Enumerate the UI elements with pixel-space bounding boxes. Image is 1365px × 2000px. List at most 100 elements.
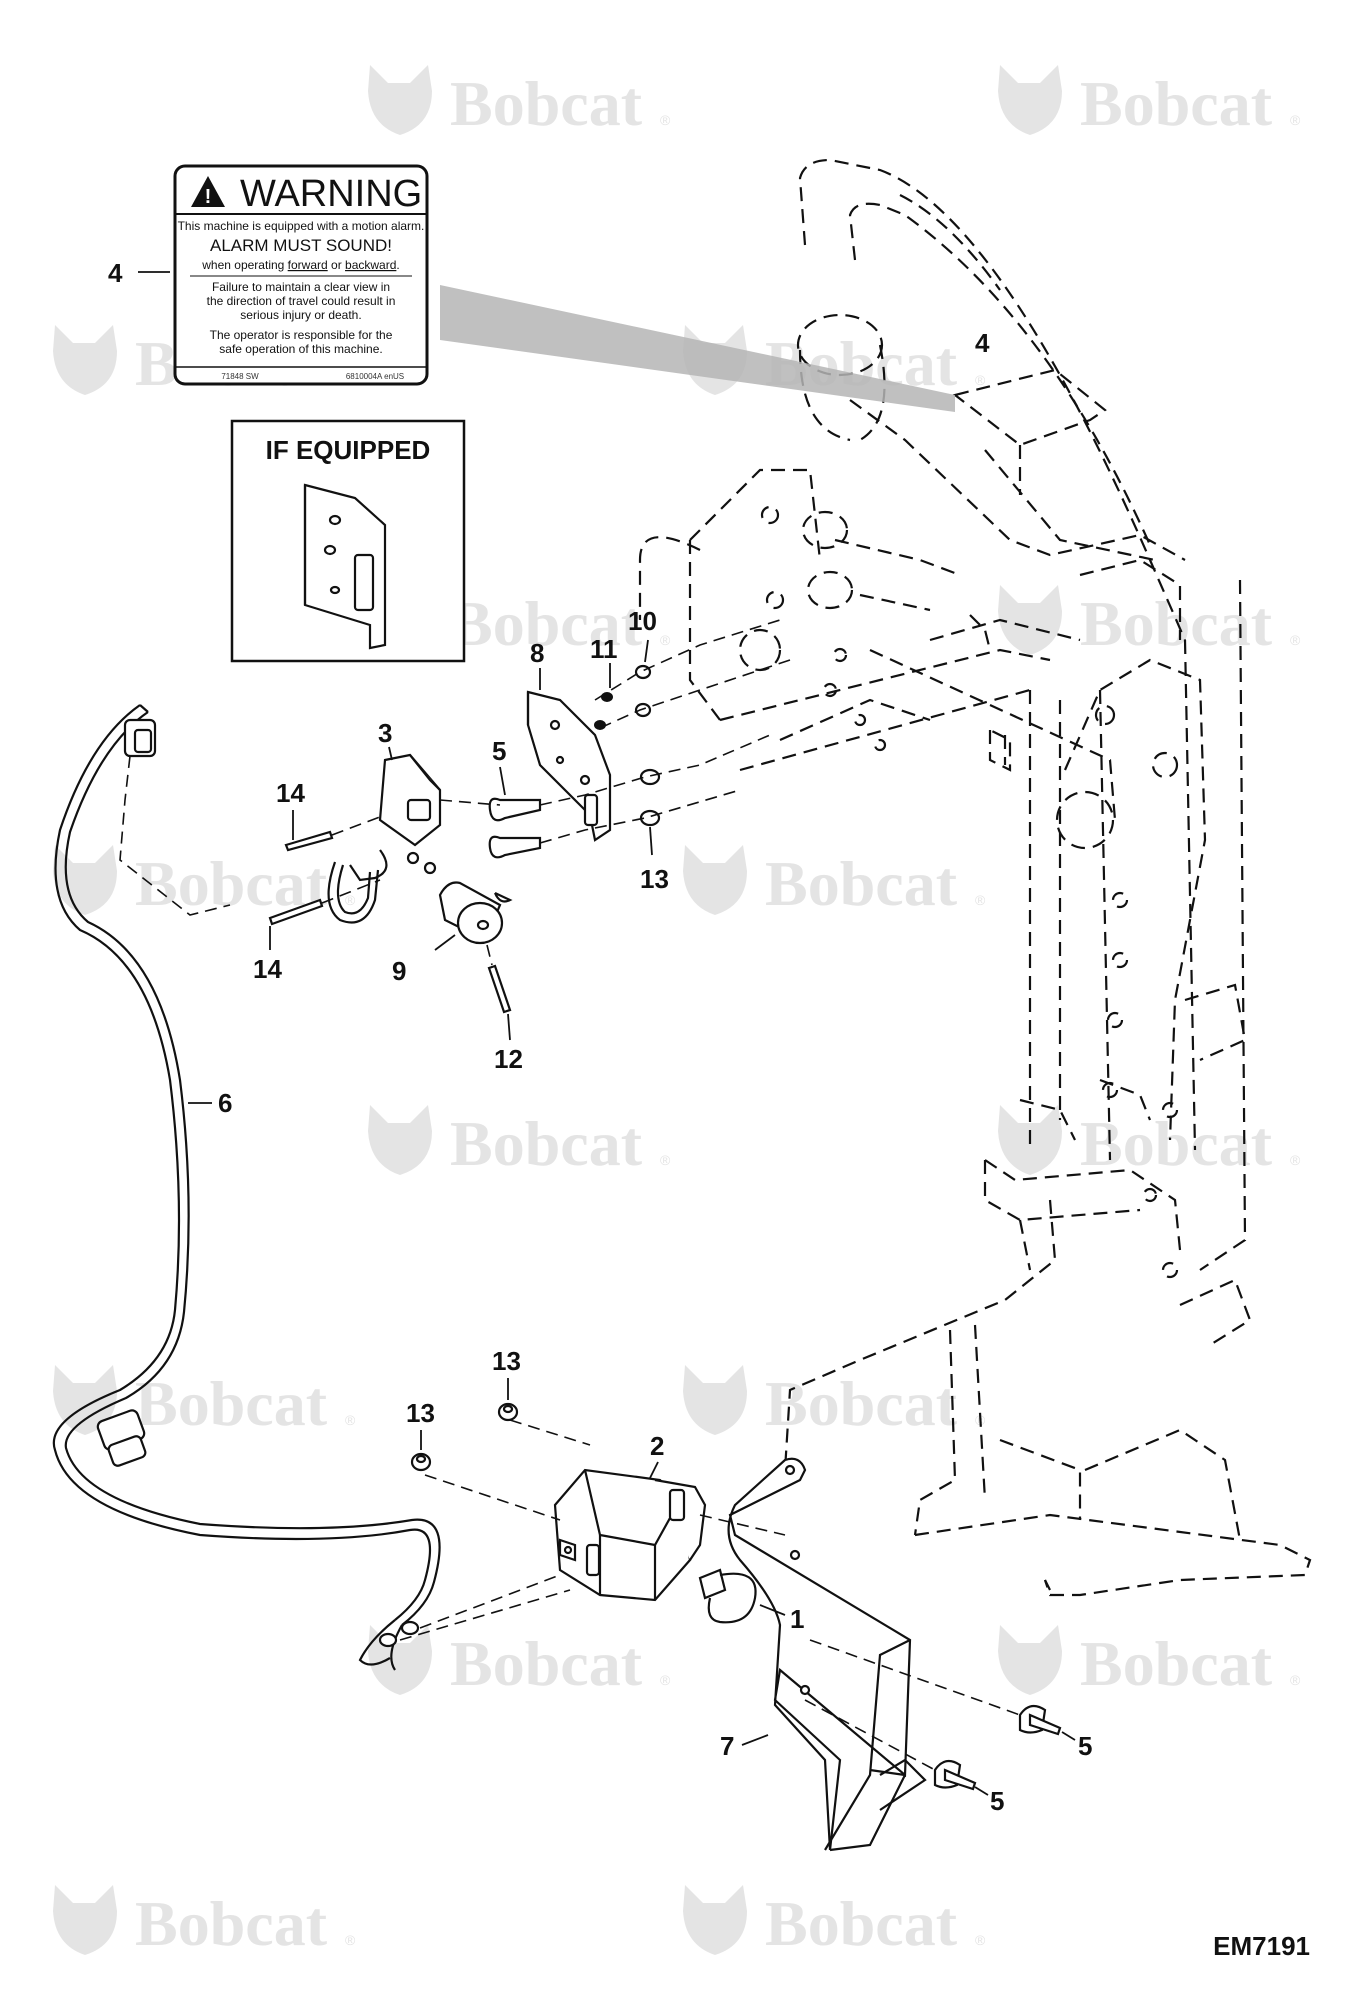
callout-4-decal: 4 bbox=[108, 258, 123, 288]
watermark-registered-mark: ® bbox=[660, 112, 671, 128]
alarm-switch bbox=[268, 753, 501, 926]
watermark-brand-text: Bobcat bbox=[450, 588, 643, 659]
warning-line-8: safe operation of this machine. bbox=[219, 342, 382, 356]
decal-location-wedge bbox=[440, 285, 955, 412]
bobcat-watermark: Bobcat ® bbox=[368, 1105, 671, 1179]
watermark-registered-mark: ® bbox=[660, 632, 671, 648]
warning-title: WARNING bbox=[240, 173, 422, 215]
bobcat-logo-icon bbox=[998, 585, 1062, 655]
if-equipped-inset: IF EQUIPPED bbox=[230, 419, 466, 663]
watermark-brand-text: Bobcat bbox=[135, 1368, 328, 1439]
bobcat-logo-icon bbox=[998, 65, 1062, 135]
back-up-alarm bbox=[424, 1419, 786, 1602]
watermark-brand-text: Bobcat bbox=[1080, 68, 1273, 139]
warning-code-right: 6810004A enUS bbox=[346, 372, 404, 381]
callout-5-right: 5 bbox=[1078, 1731, 1092, 1761]
bobcat-logo-icon bbox=[683, 845, 747, 915]
bobcat-watermark: Bobcat® bbox=[683, 1365, 986, 1439]
callout-4-frame: 4 bbox=[975, 328, 990, 358]
alarm-bracket bbox=[727, 1457, 927, 1852]
callout-14-upper: 14 bbox=[276, 778, 305, 808]
callout-13-upper: 13 bbox=[640, 864, 669, 894]
fasteners-bracket bbox=[804, 1639, 1062, 1791]
bobcat-watermark: Bobcat ® bbox=[998, 1625, 1301, 1699]
watermark-brand-text: Bobcat bbox=[765, 848, 958, 919]
warning-line-5: the direction of travel could result in bbox=[207, 294, 396, 308]
wire-harness bbox=[52, 704, 571, 1671]
bobcat-watermark: Bobcat ® bbox=[998, 1105, 1301, 1179]
watermark-registered-mark: ® bbox=[345, 1932, 356, 1948]
fasteners-lower bbox=[410, 1402, 519, 1472]
watermark-brand-text: Bobcat bbox=[135, 848, 328, 919]
callout-13-right: 13 bbox=[492, 1346, 521, 1376]
callout-12: 12 bbox=[494, 1044, 523, 1074]
warning-line-6: serious injury or death. bbox=[240, 308, 361, 322]
watermark-registered-mark: ® bbox=[975, 892, 986, 908]
warning-triangle-icon bbox=[191, 176, 225, 207]
warning-line-3: when operating forward or backward. bbox=[201, 258, 399, 272]
warning-line-7: The operator is responsible for the bbox=[210, 328, 393, 342]
watermark-brand-text: Bobcat bbox=[450, 1108, 643, 1179]
watermark-registered-mark: ® bbox=[975, 1932, 986, 1948]
callout-11: 11 bbox=[590, 634, 618, 664]
bobcat-watermark: Bobcat ® bbox=[53, 1885, 356, 1959]
warning-line-4: Failure to maintain a clear view in bbox=[212, 280, 390, 294]
harness-clip bbox=[698, 1568, 757, 1624]
watermark-brand-text: Bobcat bbox=[1080, 1628, 1273, 1699]
watermark-registered-mark: ® bbox=[660, 1152, 671, 1168]
bobcat-watermark: Bobcat ® bbox=[53, 845, 356, 919]
watermark-brand-text: Bobcat bbox=[765, 1888, 958, 1959]
callout-1: 1 bbox=[790, 1604, 804, 1634]
watermark-brand-text: Bobcat bbox=[450, 1628, 643, 1699]
warning-line-2: ALARM MUST SOUND! bbox=[210, 236, 392, 255]
callout-3: 3 bbox=[378, 718, 392, 748]
watermark-brand-text: Bobcat bbox=[1080, 1108, 1273, 1179]
bobcat-logo-icon bbox=[53, 325, 117, 395]
figure-code: EM7191 bbox=[1213, 1931, 1310, 1961]
alarm-roller bbox=[438, 881, 513, 1014]
watermark-brand-text: Bobcat bbox=[450, 68, 643, 139]
watermark-brand-text: Bobcat bbox=[1080, 588, 1273, 659]
watermark-registered-mark: ® bbox=[1290, 1672, 1301, 1688]
callouts: 4 4 10 11 8 3 5 14 13 14 9 12 6 13 13 2 … bbox=[108, 258, 1092, 1816]
bobcat-logo-icon bbox=[53, 845, 117, 915]
bobcat-watermark: Bobcat ® bbox=[53, 1365, 356, 1439]
bobcat-watermark: Bobcat ® bbox=[683, 845, 986, 919]
watermark-registered-mark: ® bbox=[1290, 632, 1301, 648]
watermark-registered-mark: ® bbox=[1290, 1152, 1301, 1168]
watermark-brand-text: Bobcat bbox=[765, 1368, 958, 1439]
callout-9: 9 bbox=[392, 956, 406, 986]
callout-5-upper: 5 bbox=[492, 736, 506, 766]
callout-7: 7 bbox=[720, 1731, 734, 1761]
warning-decal: ! WARNING This machine is equipped with … bbox=[173, 164, 429, 386]
bobcat-logo-icon bbox=[683, 1885, 747, 1955]
bobcat-watermark: Bobcat ® bbox=[368, 1625, 671, 1699]
fasteners-upper bbox=[488, 619, 791, 859]
bobcat-watermark: Bobcat ® bbox=[998, 585, 1301, 659]
machine-frame-phantom bbox=[638, 158, 1312, 1597]
watermark-registered-mark: ® bbox=[975, 372, 986, 388]
watermark-brand-text: Bobcat bbox=[135, 1888, 328, 1959]
watermark-registered-mark: ® bbox=[345, 1412, 356, 1428]
bobcat-watermark: Bobcat ® bbox=[368, 65, 671, 139]
svg-text:!: ! bbox=[205, 186, 212, 208]
callout-10: 10 bbox=[628, 606, 657, 636]
bobcat-watermark: Bobcat ® bbox=[998, 65, 1301, 139]
warning-line-1: This machine is equipped with a motion a… bbox=[178, 219, 425, 233]
callout-5-lower: 5 bbox=[990, 1786, 1004, 1816]
bobcat-logo-icon bbox=[683, 1365, 747, 1435]
bobcat-logo-icon bbox=[998, 1625, 1062, 1695]
watermark-registered-mark: ® bbox=[660, 1672, 671, 1688]
callout-2: 2 bbox=[650, 1431, 664, 1461]
bobcat-watermark: Bobcat ® bbox=[683, 1885, 986, 1959]
bobcat-logo-icon bbox=[368, 65, 432, 135]
bobcat-logo-icon bbox=[368, 1105, 432, 1175]
warning-code-left: 71848 SW bbox=[221, 372, 259, 381]
callout-8: 8 bbox=[530, 638, 544, 668]
bobcat-logo-icon bbox=[53, 1885, 117, 1955]
if-equipped-label: IF EQUIPPED bbox=[266, 435, 431, 465]
watermark-registered-mark: ® bbox=[345, 892, 356, 908]
callout-6: 6 bbox=[218, 1088, 232, 1118]
watermark-registered-mark: ® bbox=[1290, 112, 1301, 128]
